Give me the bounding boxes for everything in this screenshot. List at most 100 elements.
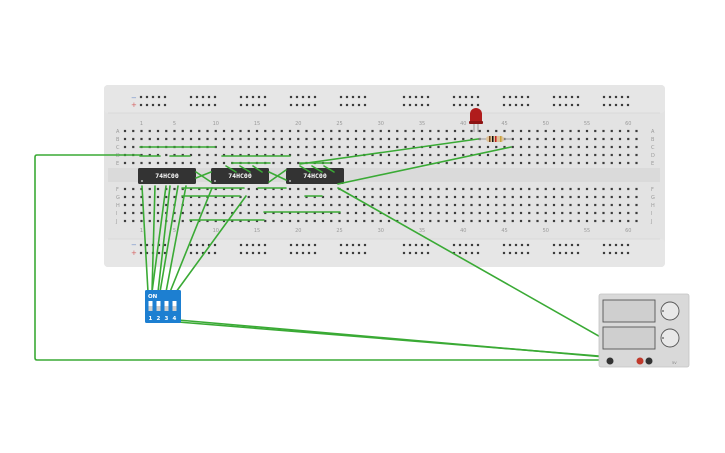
breadboard-hole[interactable]	[626, 243, 630, 247]
breadboard-hole[interactable]	[445, 129, 448, 133]
breadboard-hole[interactable]	[544, 203, 547, 207]
breadboard-hole[interactable]	[602, 219, 605, 223]
breadboard-hole[interactable]	[519, 137, 523, 141]
breadboard-hole[interactable]	[608, 95, 612, 99]
breadboard-hole[interactable]	[363, 211, 366, 215]
breadboard-hole[interactable]	[272, 187, 275, 191]
breadboard-hole[interactable]	[577, 203, 580, 207]
breadboard-hole[interactable]	[594, 137, 597, 141]
breadboard-hole[interactable]	[148, 211, 151, 215]
breadboard-hole[interactable]	[363, 145, 366, 149]
breadboard-hole[interactable]	[558, 103, 562, 107]
breadboard-hole[interactable]	[552, 153, 556, 157]
breadboard-hole[interactable]	[453, 211, 457, 215]
breadboard-hole[interactable]	[163, 251, 167, 255]
breadboard-hole[interactable]	[561, 161, 564, 165]
breadboard-hole[interactable]	[396, 161, 399, 165]
breadboard-hole[interactable]	[476, 95, 480, 99]
breadboard-hole[interactable]	[402, 95, 406, 99]
breadboard-hole[interactable]	[404, 187, 407, 191]
breadboard-hole[interactable]	[429, 161, 432, 165]
breadboard-hole[interactable]	[570, 243, 574, 247]
breadboard-hole[interactable]	[354, 137, 358, 141]
breadboard-hole[interactable]	[379, 129, 382, 133]
breadboard-hole[interactable]	[181, 153, 184, 157]
breadboard-hole[interactable]	[189, 211, 193, 215]
breadboard-hole[interactable]	[520, 95, 524, 99]
breadboard-hole[interactable]	[577, 153, 580, 157]
breadboard-hole[interactable]	[321, 153, 325, 157]
breadboard-hole[interactable]	[564, 243, 568, 247]
breadboard-hole[interactable]	[620, 95, 624, 99]
breadboard-hole[interactable]	[404, 203, 407, 207]
breadboard-hole[interactable]	[371, 219, 374, 223]
breadboard-hole[interactable]	[132, 195, 135, 199]
breadboard-hole[interactable]	[502, 243, 506, 247]
breadboard-hole[interactable]	[626, 103, 630, 107]
breadboard-hole[interactable]	[536, 203, 539, 207]
breadboard-hole[interactable]	[231, 153, 234, 157]
breadboard-hole[interactable]	[280, 203, 283, 207]
breadboard-hole[interactable]	[289, 251, 293, 255]
breadboard-hole[interactable]	[363, 195, 366, 199]
breadboard-hole[interactable]	[189, 95, 193, 99]
power-supply[interactable]: 5V	[598, 293, 690, 368]
breadboard-hole[interactable]	[453, 137, 457, 141]
breadboard-hole[interactable]	[247, 187, 250, 191]
breadboard-hole[interactable]	[295, 95, 299, 99]
breadboard-hole[interactable]	[618, 211, 622, 215]
breadboard-hole[interactable]	[464, 251, 468, 255]
breadboard-hole[interactable]	[339, 95, 343, 99]
breadboard-hole[interactable]	[610, 195, 613, 199]
breadboard-hole[interactable]	[189, 243, 193, 247]
breadboard-hole[interactable]	[148, 187, 151, 191]
breadboard-hole[interactable]	[552, 103, 556, 107]
breadboard-hole[interactable]	[165, 203, 168, 207]
breadboard-hole[interactable]	[544, 219, 547, 223]
breadboard-hole[interactable]	[558, 251, 562, 255]
breadboard-hole[interactable]	[363, 95, 367, 99]
breadboard-hole[interactable]	[245, 243, 249, 247]
breadboard-hole[interactable]	[552, 95, 556, 99]
breadboard-hole[interactable]	[528, 145, 531, 149]
breadboard-hole[interactable]	[503, 195, 506, 199]
breadboard-hole[interactable]	[231, 145, 234, 149]
breadboard-hole[interactable]	[140, 203, 143, 207]
breadboard-hole[interactable]	[564, 103, 568, 107]
breadboard-hole[interactable]	[165, 137, 168, 141]
breadboard-hole[interactable]	[132, 161, 135, 165]
breadboard-hole[interactable]	[123, 211, 127, 215]
psu-knob-bottom[interactable]	[660, 328, 680, 348]
breadboard-hole[interactable]	[255, 203, 259, 207]
breadboard-hole[interactable]	[437, 187, 440, 191]
breadboard-hole[interactable]	[189, 195, 193, 199]
breadboard-hole[interactable]	[173, 219, 176, 223]
breadboard-hole[interactable]	[585, 211, 589, 215]
breadboard-hole[interactable]	[528, 153, 531, 157]
breadboard-hole[interactable]	[145, 95, 149, 99]
breadboard-hole[interactable]	[429, 153, 432, 157]
breadboard-hole[interactable]	[486, 219, 490, 223]
breadboard-hole[interactable]	[264, 145, 267, 149]
breadboard-hole[interactable]	[602, 187, 605, 191]
chip-2[interactable]: 74HC00	[211, 168, 269, 184]
breadboard-hole[interactable]	[602, 153, 605, 157]
breadboard-hole[interactable]	[189, 203, 193, 207]
breadboard-hole[interactable]	[561, 137, 564, 141]
breadboard-hole[interactable]	[610, 187, 613, 191]
breadboard-hole[interactable]	[495, 219, 498, 223]
breadboard-hole[interactable]	[313, 203, 316, 207]
breadboard-hole[interactable]	[569, 161, 572, 165]
breadboard-hole[interactable]	[610, 137, 613, 141]
breadboard-hole[interactable]	[181, 137, 184, 141]
breadboard-hole[interactable]	[264, 129, 267, 133]
breadboard-hole[interactable]	[264, 137, 267, 141]
breadboard-hole[interactable]	[544, 211, 547, 215]
breadboard-hole[interactable]	[511, 161, 514, 165]
breadboard-hole[interactable]	[412, 129, 415, 133]
breadboard-hole[interactable]	[526, 95, 530, 99]
breadboard-hole[interactable]	[156, 129, 160, 133]
breadboard-hole[interactable]	[503, 203, 506, 207]
breadboard-hole[interactable]	[123, 145, 127, 149]
breadboard-hole[interactable]	[222, 219, 226, 223]
